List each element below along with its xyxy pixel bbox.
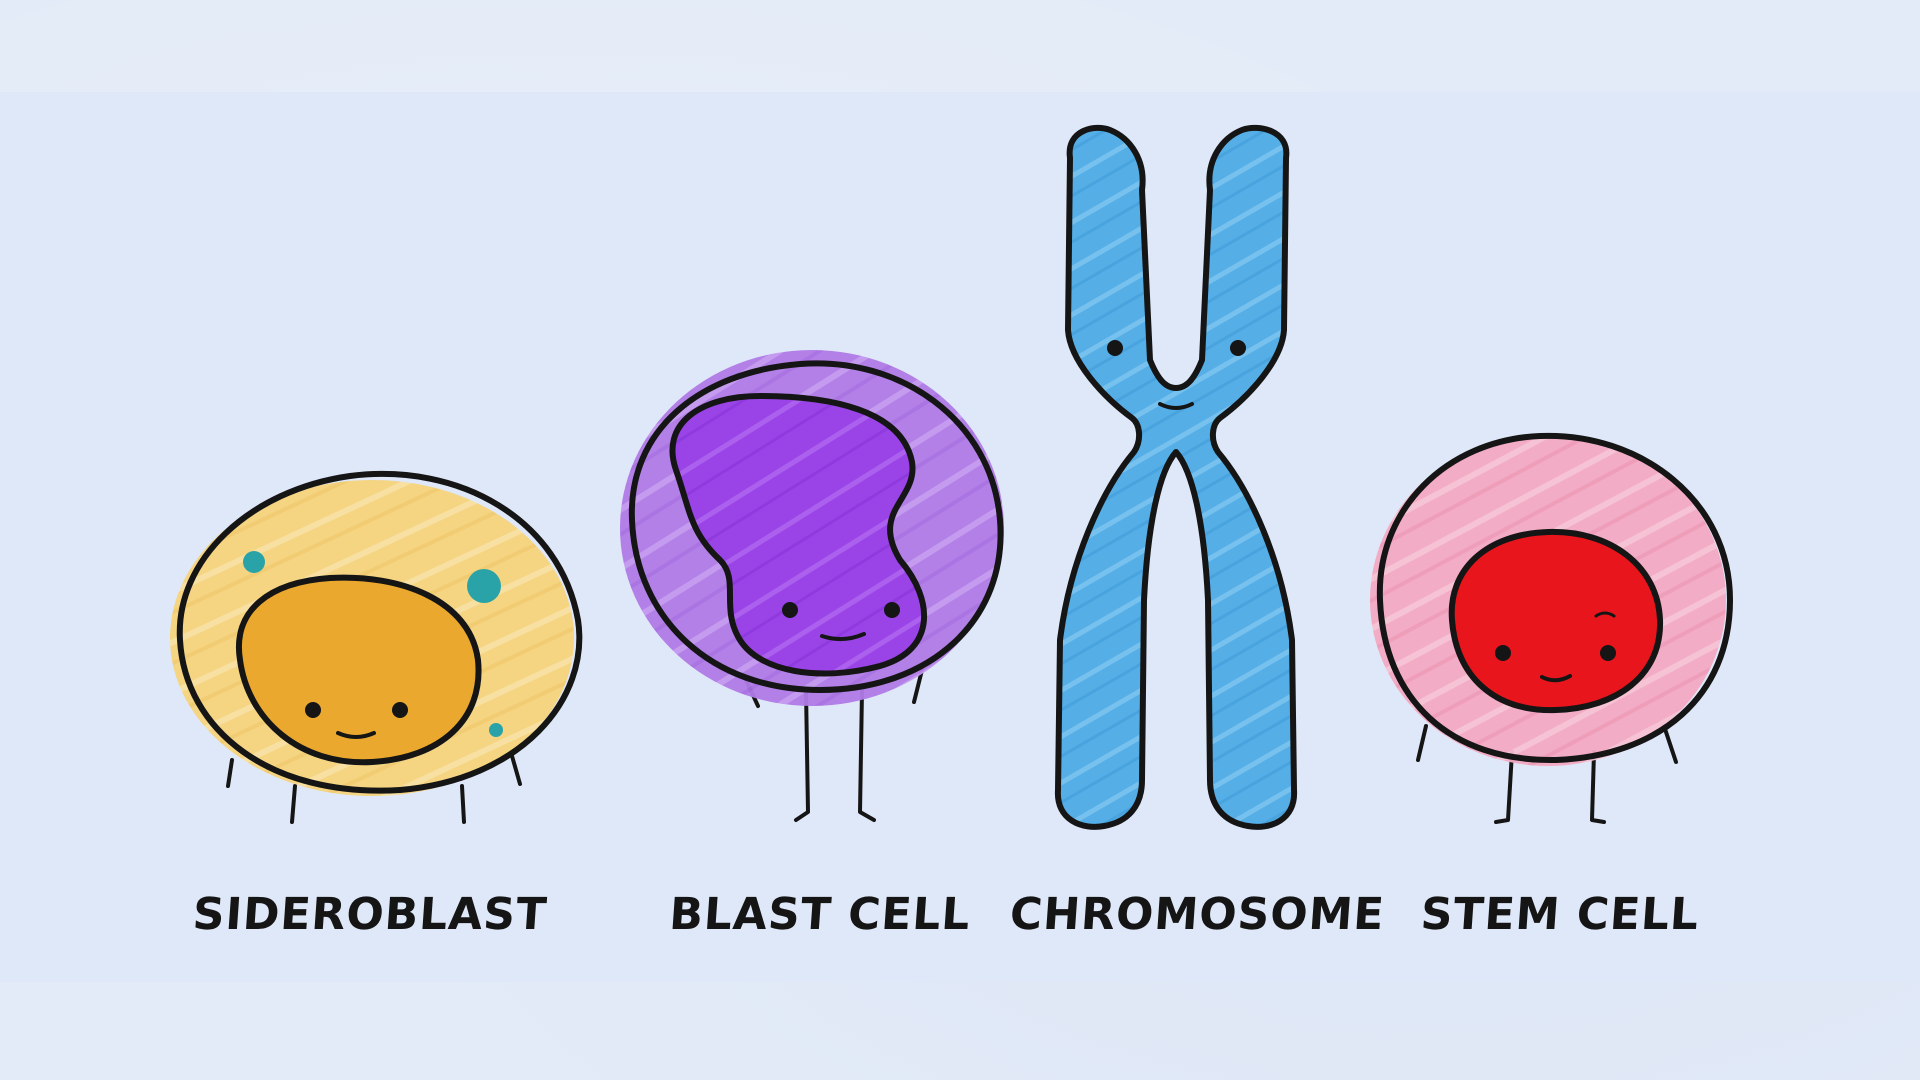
blast-cell-label: BLAST CELL bbox=[667, 889, 973, 940]
sideroblast-label: SIDEROBLAST bbox=[191, 889, 549, 940]
chromosome-figure bbox=[1054, 124, 1298, 830]
chromosome-eye bbox=[1107, 340, 1123, 356]
blast-cell-eye bbox=[884, 602, 900, 618]
stem-cell-label: STEM CELL bbox=[1419, 889, 1701, 940]
blast-cell-figure bbox=[620, 350, 1004, 822]
sideroblast-mouth bbox=[336, 731, 376, 739]
chromosome-body bbox=[1054, 124, 1298, 830]
granule-icon bbox=[489, 723, 503, 737]
sideroblast-nucleus bbox=[235, 574, 482, 766]
sideroblast-leg bbox=[290, 784, 297, 824]
chromosome-eye bbox=[1230, 340, 1246, 356]
granule-icon bbox=[243, 551, 265, 573]
blast-cell-arm bbox=[912, 668, 924, 704]
blast-cell-body bbox=[628, 360, 1004, 694]
stem-cell-eyebrow bbox=[1594, 611, 1616, 618]
blast-cell-eye bbox=[782, 602, 798, 618]
chromosome-mouth bbox=[1158, 402, 1194, 410]
sideroblast-leg bbox=[510, 754, 522, 786]
blast-cell-leg bbox=[858, 688, 876, 822]
stem-cell-eye bbox=[1495, 645, 1511, 661]
stem-cell-figure bbox=[1370, 432, 1734, 824]
stem-cell-leg bbox=[1416, 724, 1428, 762]
sideroblast-leg bbox=[226, 758, 234, 788]
stem-cell-mouth bbox=[1540, 674, 1572, 683]
stem-cell-leg bbox=[1662, 724, 1678, 764]
sideroblast-eye bbox=[392, 702, 408, 718]
stem-cell-eye bbox=[1600, 645, 1616, 661]
stem-cell-leg bbox=[1590, 750, 1606, 824]
stem-cell-leg bbox=[1494, 750, 1514, 824]
sideroblast-eye bbox=[305, 702, 321, 718]
blast-cell-nucleus bbox=[669, 392, 928, 677]
sideroblast-body bbox=[176, 470, 583, 794]
sideroblast-leg bbox=[460, 784, 466, 824]
chromosome-label: CHROMOSOME bbox=[1008, 889, 1387, 940]
stem-cell-body bbox=[1376, 432, 1734, 764]
granule-icon bbox=[467, 569, 501, 603]
blast-cell-leg bbox=[794, 688, 810, 822]
stem-cell-nucleus bbox=[1448, 528, 1664, 714]
blast-cell-mouth bbox=[820, 632, 866, 641]
sideroblast-figure bbox=[170, 470, 583, 824]
